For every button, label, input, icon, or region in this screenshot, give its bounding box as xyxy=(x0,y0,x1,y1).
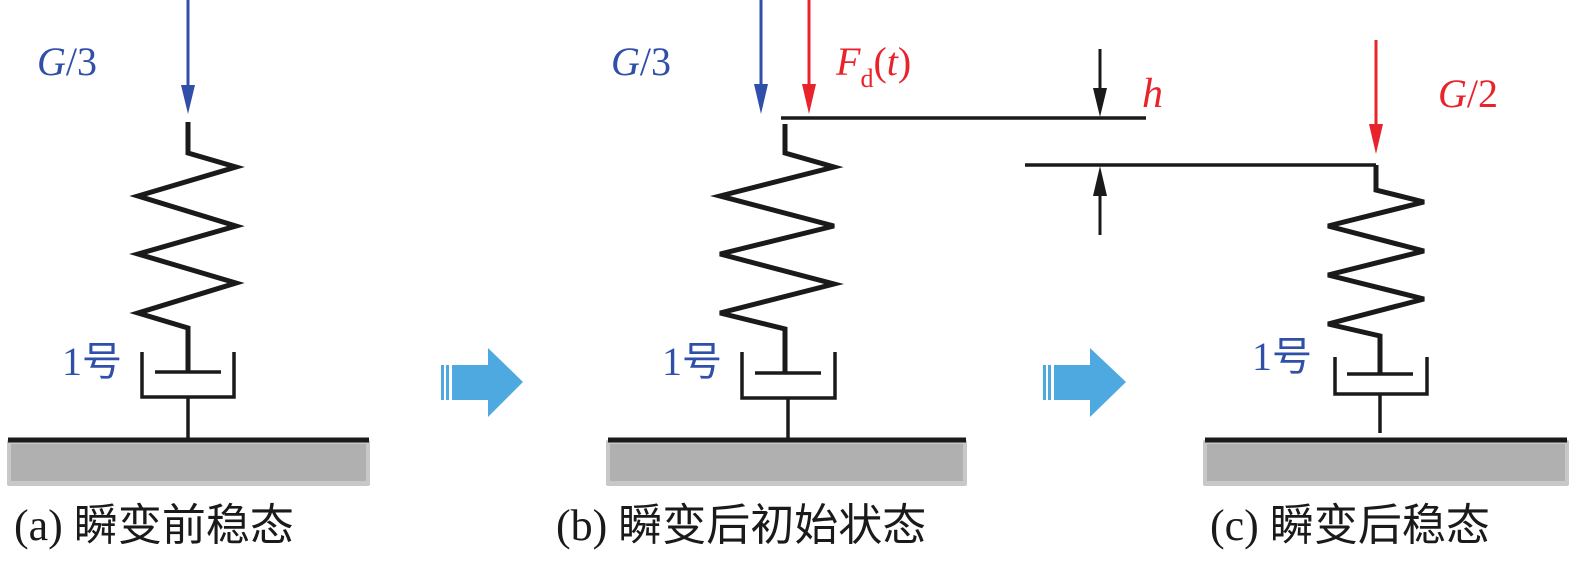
caption-b: (b) 瞬变后初始状态 xyxy=(556,501,926,550)
support-label: 1号 xyxy=(662,339,722,384)
caption-c: (c) 瞬变后稳态 xyxy=(1210,501,1490,550)
spring xyxy=(129,122,245,372)
support-label: 1号 xyxy=(1252,334,1312,379)
load-arrow-g3 xyxy=(754,0,768,114)
load-arrow-g2 xyxy=(1369,40,1383,154)
caption-a: (a) 瞬变前稳态 xyxy=(14,501,294,550)
dashpot xyxy=(140,352,236,440)
load-label-fd: Fd(t) xyxy=(835,39,911,93)
ground xyxy=(1203,437,1569,486)
transition-arrow-icon xyxy=(441,348,523,417)
spring xyxy=(1327,165,1425,374)
dimension-h xyxy=(1093,49,1107,235)
load-label-g2: G/2 xyxy=(1438,71,1498,116)
dimension-label-h: h xyxy=(1142,71,1163,117)
load-label-g3: G/3 xyxy=(611,39,671,84)
ground xyxy=(606,437,967,486)
ground xyxy=(7,437,370,486)
spring xyxy=(710,124,844,372)
dashpot xyxy=(740,352,837,440)
dashpot xyxy=(1333,357,1429,433)
panel-b: G/3 Fd(t) 1号 (b) 瞬变后初始状态 xyxy=(556,0,1163,550)
load-arrow-fd xyxy=(802,0,816,114)
panel-a: G/3 1号 (a) 瞬变前稳态 xyxy=(7,0,370,550)
load-arrow-g3 xyxy=(181,0,195,114)
load-label-g3: G/3 xyxy=(37,39,97,84)
panel-c: G/2 1号 (c) 瞬变后稳态 xyxy=(1025,40,1569,550)
transition-arrow-icon xyxy=(1043,348,1126,417)
support-label: 1号 xyxy=(62,339,122,384)
